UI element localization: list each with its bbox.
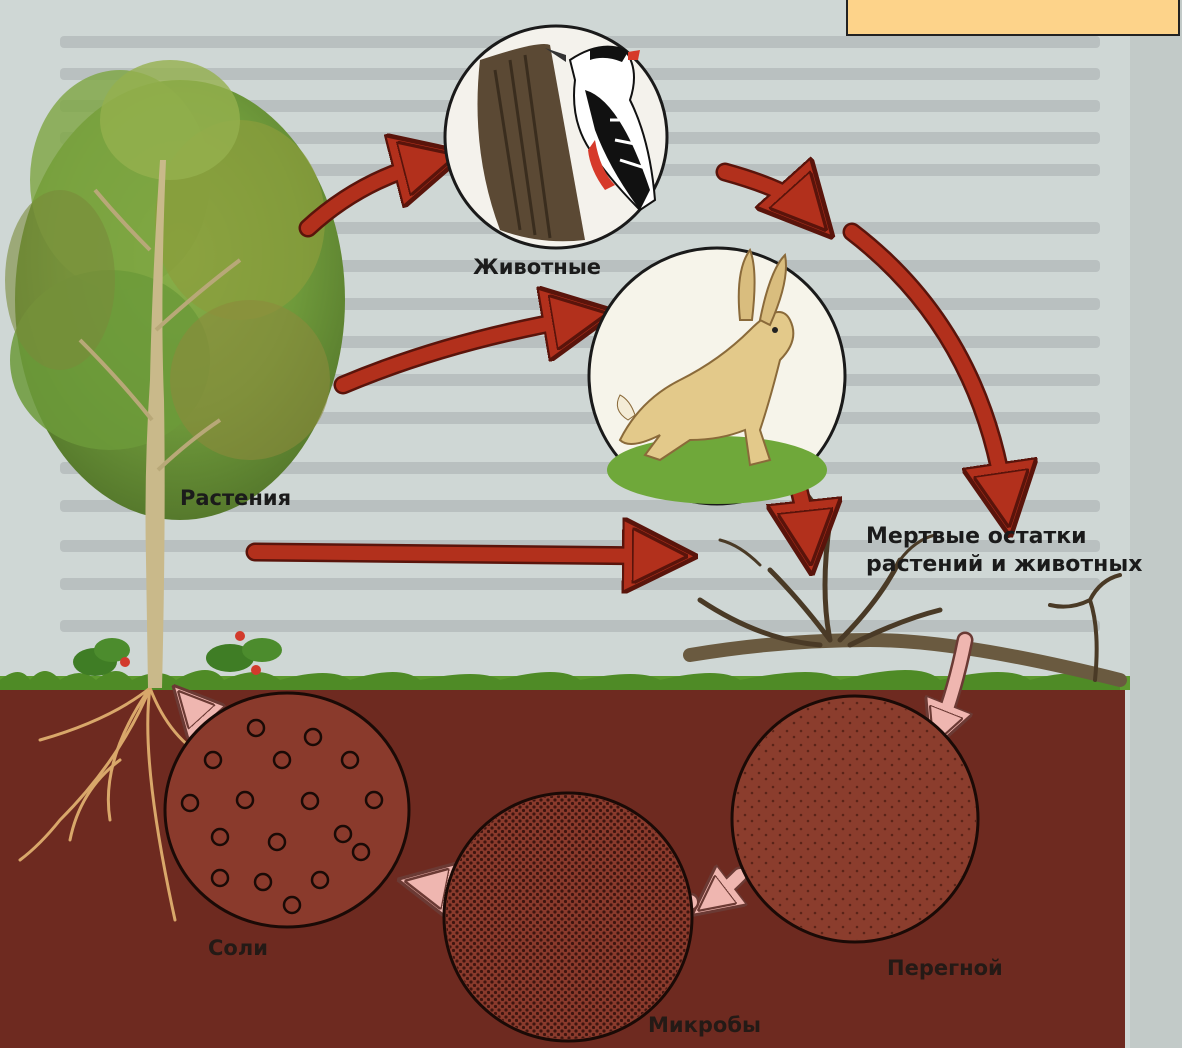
woodpecker-icon — [445, 26, 667, 248]
dead-remains-label-line2: растений и животных — [866, 551, 1142, 579]
plants-label: Растения — [180, 485, 291, 511]
dead-remains-label-line1: Мертвые остатки — [866, 523, 1142, 551]
microbes-circle — [444, 793, 692, 1041]
humus-circle — [732, 696, 978, 942]
note-box — [846, 0, 1180, 36]
dead-remains-label: Мертвые остатки растений и животных — [866, 523, 1142, 579]
animals-label: Животные — [473, 254, 601, 280]
salts-circle — [165, 693, 409, 927]
salts-label: Соли — [208, 935, 268, 961]
hare-icon — [589, 248, 845, 504]
humus-label: Перегной — [887, 955, 1003, 981]
microbes-label: Микробы — [648, 1012, 761, 1038]
